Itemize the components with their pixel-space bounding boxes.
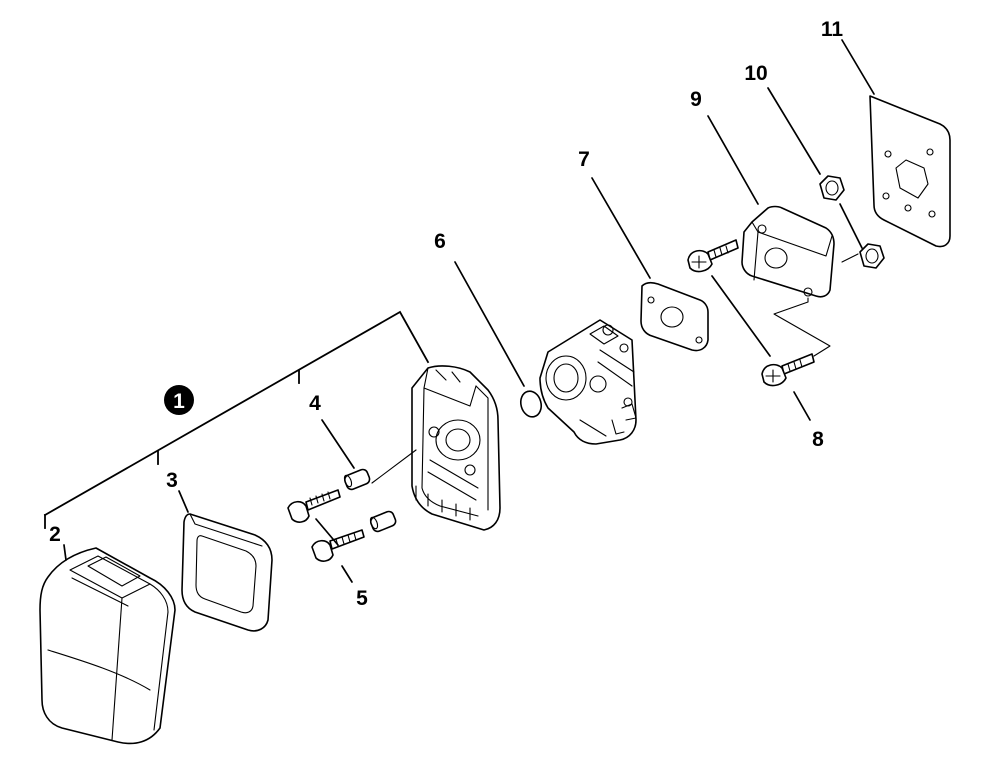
part-5-bolts [287,489,365,562]
callout-labels: 1 2 3 4 5 6 7 8 9 10 11 [49,18,843,610]
part-7-gasket [640,281,709,352]
callout-2: 2 [49,523,61,546]
part-10-nuts [819,175,885,269]
callout-6: 6 [434,230,446,253]
part-9-insulator [741,205,835,298]
part-2-air-cleaner-cover [39,547,176,745]
callout-8: 8 [812,428,824,451]
part-3-filter-element [181,513,273,632]
callout-4: 4 [309,392,321,415]
carburetor [539,319,637,445]
part-8-screws [687,239,815,387]
assembly-bracket [43,310,430,529]
part-6-o-ring [519,390,543,418]
leader-lines [63,39,875,583]
callout-1: 1 [173,390,185,413]
callout-9: 9 [690,88,702,111]
callout-11: 11 [821,18,844,41]
callout-10: 10 [744,62,767,85]
part-4-pins [343,468,397,533]
callout-5: 5 [356,587,368,610]
part-1-air-cleaner-base [411,365,501,531]
callout-3: 3 [166,469,178,492]
callout-7: 7 [578,148,590,171]
part-11-plate-gasket [869,95,951,248]
callout-1-badge [164,385,194,415]
